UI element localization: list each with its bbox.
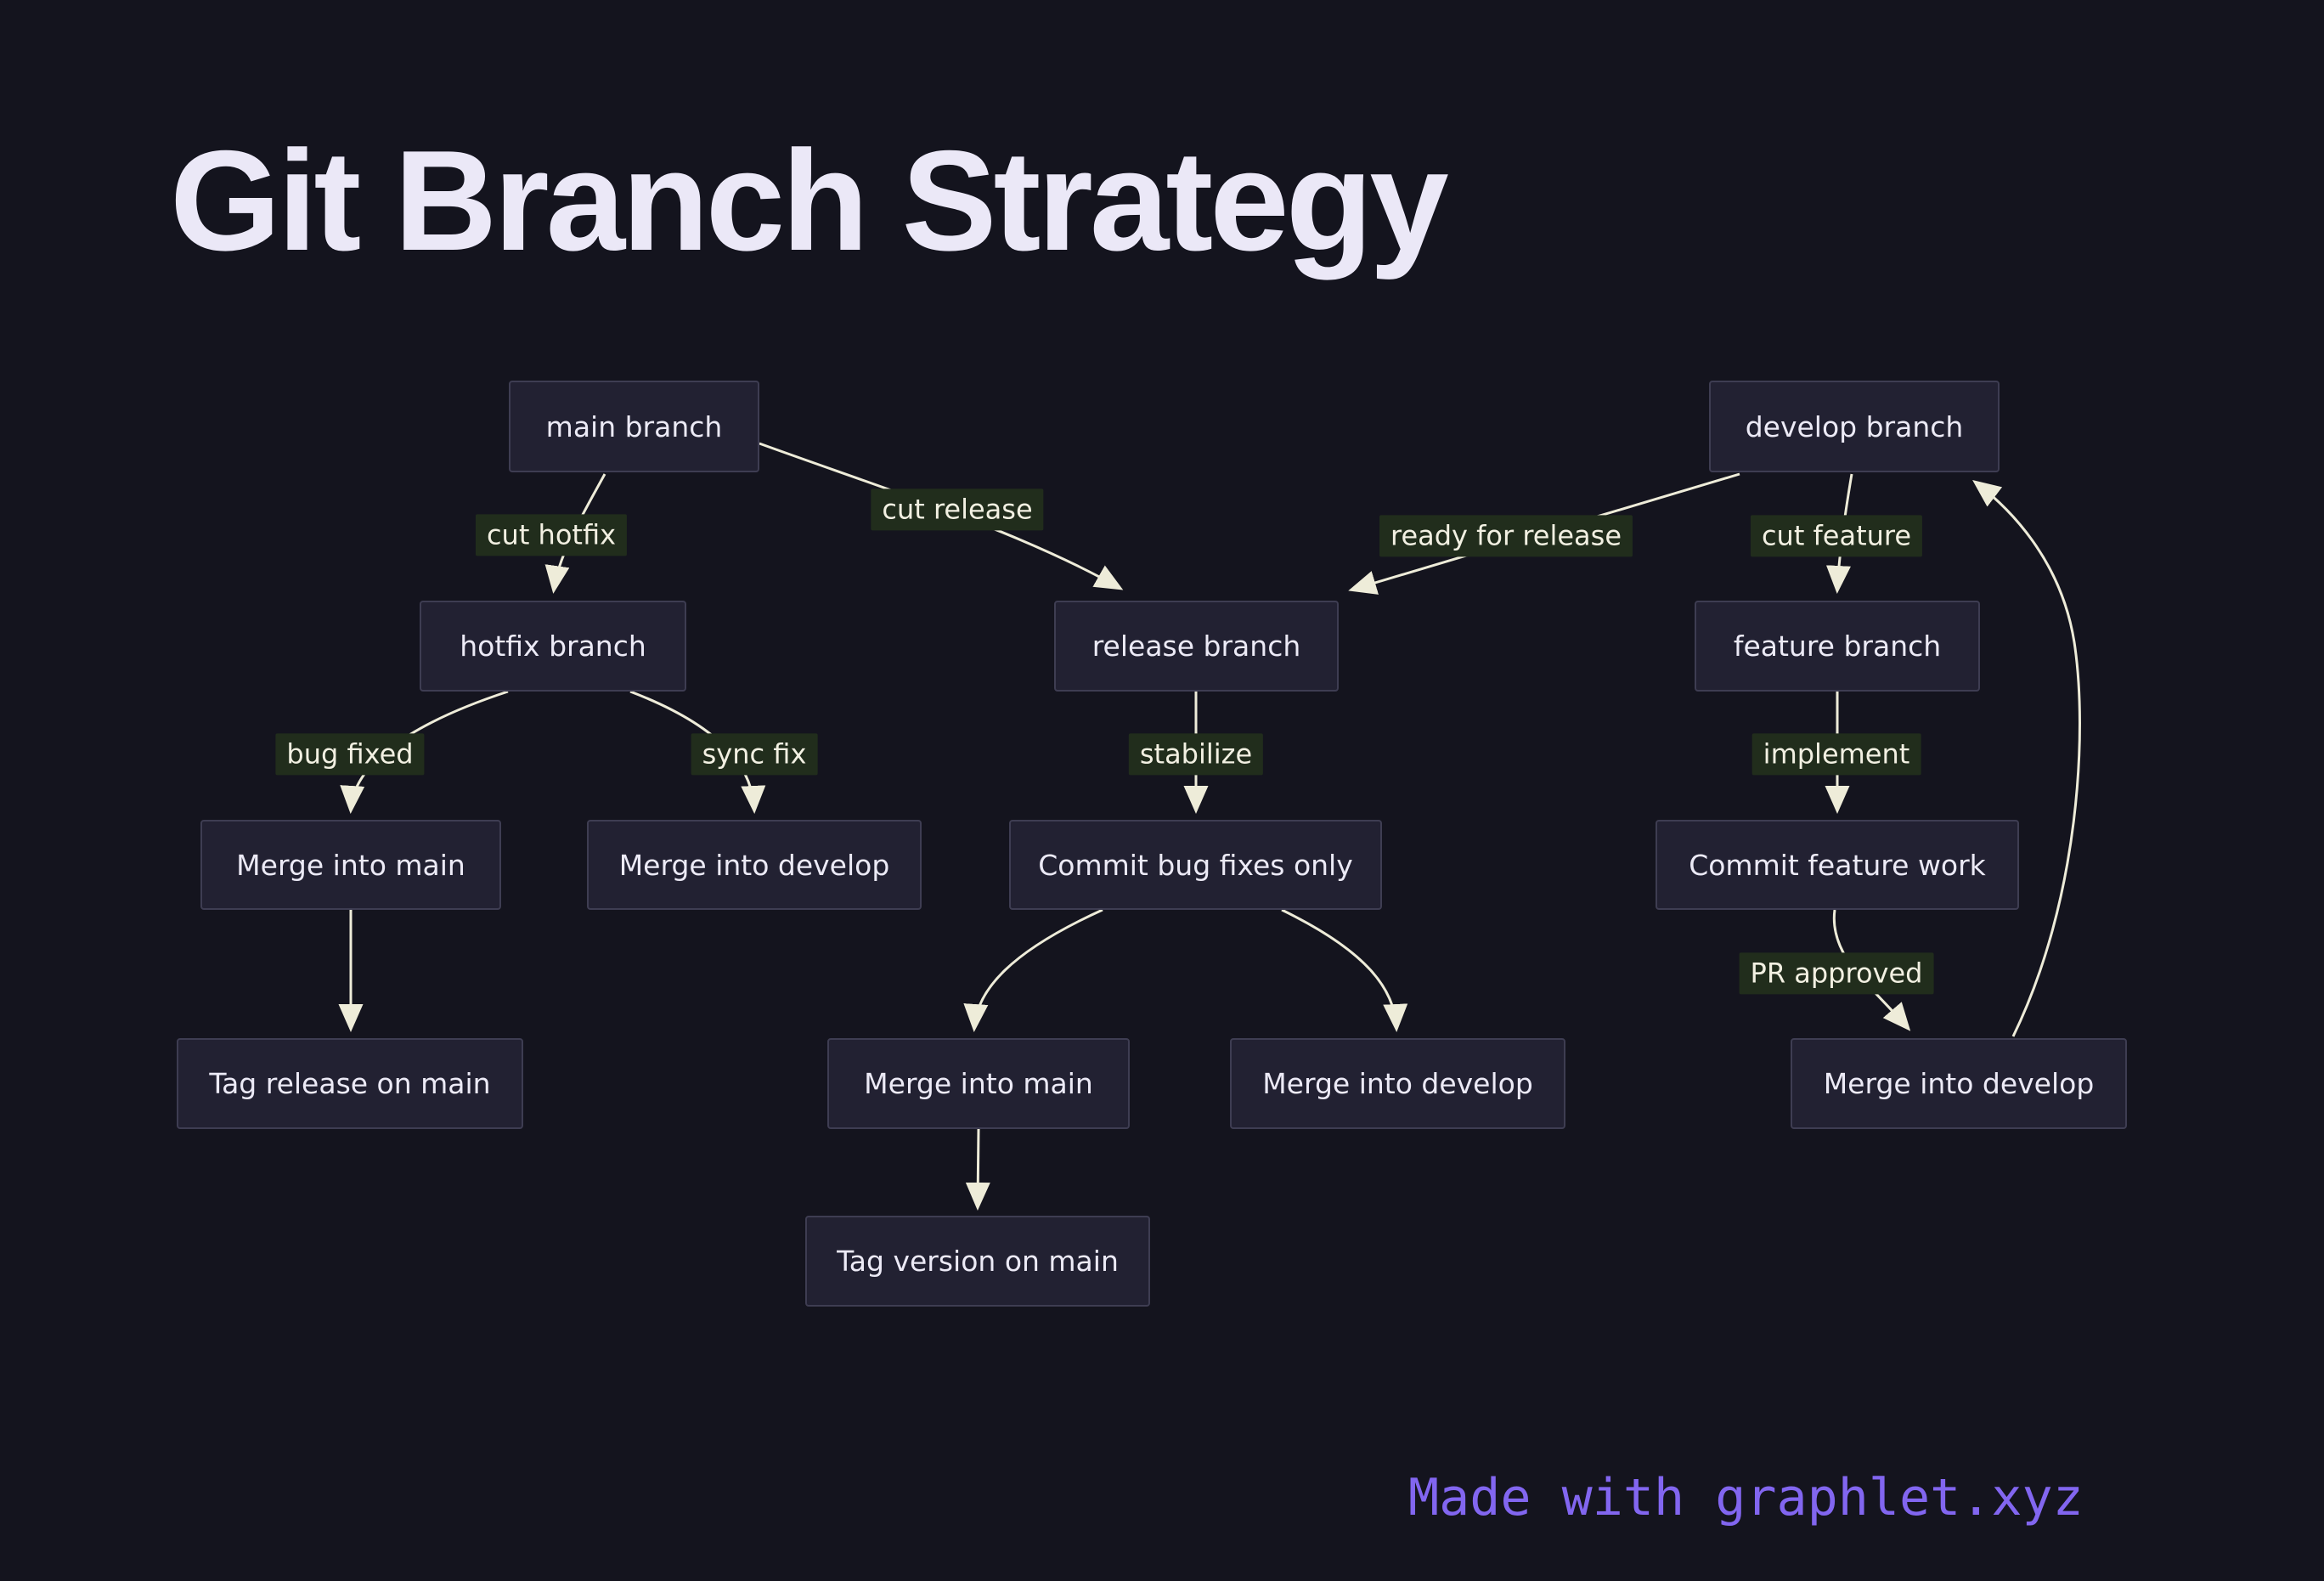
diagram-title: Git Branch Strategy	[170, 121, 1449, 280]
diagram-node-label: hotfix branch	[460, 630, 646, 663]
edge-label-pr-approved: PR approved	[1739, 952, 1934, 995]
edge-label-cut-feature: cut feature	[1750, 515, 1923, 557]
node-hotfix-branch: hotfix branch	[420, 601, 686, 692]
edge-label-stabilize: stabilize	[1128, 733, 1264, 776]
edge-label-ready-for-release: ready for release	[1379, 515, 1633, 557]
node-merge-into-main-center: Merge into main	[827, 1038, 1130, 1129]
diagram-node-label: Merge into develop	[1262, 1067, 1533, 1100]
watermark: Made with graphlet.xyz	[1408, 1468, 2084, 1527]
node-merge-into-develop-center: Merge into develop	[1230, 1038, 1565, 1129]
diagram-node-label: Merge into develop	[618, 848, 890, 882]
diagram-node-label: Merge into develop	[1823, 1067, 2095, 1100]
diagram-node-label: Merge into main	[864, 1067, 1093, 1100]
edge-commit-bug-fixes-only-to-merge-into-main-center	[963, 908, 1103, 1032]
edge-merge-into-main-center-to-tag-version-on-main	[965, 1128, 990, 1211]
diagram-node-label: develop branch	[1745, 409, 1964, 443]
diagram-node-label: Commit feature work	[1689, 848, 1986, 882]
diagram-node-label: feature branch	[1733, 630, 1942, 663]
node-merge-into-develop-right: Merge into develop	[1791, 1038, 2127, 1129]
edge-label-sync-fix: sync fix	[691, 733, 818, 776]
edge-commit-bug-fixes-only-to-merge-into-develop-center	[1281, 908, 1408, 1032]
node-merge-into-main-left: Merge into main	[200, 820, 501, 910]
diagram-node-label: Tag release on main	[209, 1067, 491, 1100]
node-develop-branch: develop branch	[1709, 381, 2000, 472]
node-commit-feature-work: Commit feature work	[1656, 820, 2019, 910]
edge-label-cut-hotfix: cut hotfix	[475, 514, 628, 556]
edge-label-implement: implement	[1751, 733, 1921, 776]
diagram-node-label: Tag version on main	[837, 1245, 1119, 1278]
node-merge-into-develop-left: Merge into develop	[587, 820, 922, 910]
edge-label-cut-release: cut release	[871, 488, 1044, 531]
diagram-node-label: release branch	[1091, 630, 1301, 663]
node-commit-bug-fixes-only: Commit bug fixes only	[1009, 820, 1382, 910]
node-tag-version-on-main: Tag version on main	[805, 1216, 1150, 1307]
diagram-node-label: Commit bug fixes only	[1038, 848, 1353, 882]
edge-merge-into-develop-right-to-develop-branch	[1972, 480, 2081, 1037]
diagram-node-label: main branch	[545, 409, 723, 443]
diagram-node-label: Merge into main	[236, 848, 465, 882]
node-tag-release-on-main: Tag release on main	[177, 1038, 523, 1129]
node-release-branch: release branch	[1054, 601, 1339, 692]
node-feature-branch: feature branch	[1695, 601, 1980, 692]
node-main-branch: main branch	[509, 381, 759, 472]
edge-label-bug-fixed: bug fixed	[275, 733, 425, 776]
